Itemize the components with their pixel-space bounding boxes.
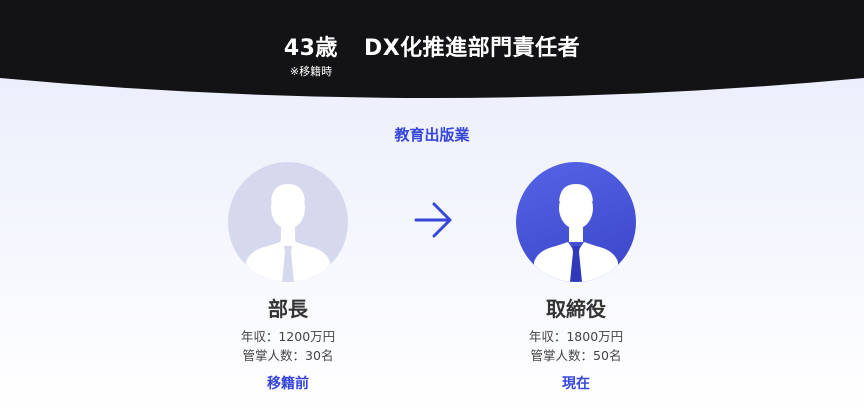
person-silhouette-icon (516, 162, 636, 282)
person-silhouette-icon (228, 162, 348, 282)
age-note: ※移籍時 (289, 65, 333, 78)
reports-after: 管掌人数：50名 (530, 348, 622, 363)
role-after: 取締役 (546, 297, 606, 321)
stage-before: 移籍前 (267, 376, 309, 392)
page-title: 43歳 DX化推進部門責任者 (0, 30, 864, 62)
reports-before: 管掌人数：30名 (242, 348, 334, 363)
role-before: 部長 (268, 297, 308, 321)
salary-after: 年収：1800万円 (528, 329, 624, 344)
position-title: DX化推進部門責任者 (363, 36, 581, 61)
industry-label: 教育出版業 (394, 126, 470, 144)
arrow-right-icon (414, 202, 452, 238)
header-banner (0, 0, 864, 98)
age-label: 43歳 (283, 36, 338, 61)
stage-after: 現在 (562, 376, 590, 392)
salary-before: 年収：1200万円 (240, 329, 336, 344)
